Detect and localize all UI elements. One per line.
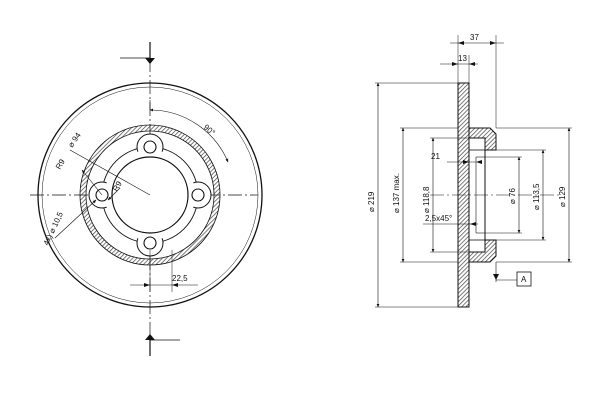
width-label: 37: [470, 33, 479, 42]
bolt-hole-top: [143, 140, 157, 154]
chamfer-label: 2,5x45°: [425, 214, 452, 223]
hub-inner-label: ⌀ 118,8: [422, 186, 431, 213]
bolt-hole-right: [191, 188, 205, 202]
pcd-label: ⌀ 94: [66, 130, 83, 149]
r9-outer-label: R9: [54, 157, 67, 171]
outer-diameter-label: ⌀ 219: [367, 191, 376, 212]
section-view: 37 13 ⌀ 219 ⌀ 137 max. ⌀ 118,8 21 2,5x45…: [367, 33, 572, 308]
hub-hat-lower: [468, 239, 497, 263]
datum-box: [516, 271, 532, 287]
bolt-hole-leader: [54, 199, 97, 239]
hub-outer-label: ⌀ 113,5: [532, 183, 541, 210]
thickness-label: 13: [458, 54, 467, 63]
hub-hat-upper: [468, 127, 497, 151]
disc-plate-section: [457, 82, 470, 308]
bolt-hole-bottom: [143, 236, 157, 250]
spacing-label: 22,5: [172, 274, 188, 283]
bolt-holes-label: 4x) ⌀ 10,5: [42, 210, 66, 247]
hub-depth-label: 21: [431, 152, 440, 161]
braking-max-label: ⌀ 137 max.: [392, 173, 401, 213]
angle-label: 90°: [202, 123, 217, 138]
r9-leader-outer: [81, 169, 103, 196]
datum-label: A: [521, 275, 527, 284]
hat-diameter-label: ⌀ 129: [558, 186, 567, 207]
front-view: ⌀ 94 90° R9 R9 4x) ⌀ 10,5 22,5: [30, 42, 263, 356]
pcd-leader: [69, 149, 151, 196]
angle-arc: [149, 108, 229, 163]
r9-leader-inner: [107, 187, 121, 201]
centre-bore-label: ⌀ 76: [508, 188, 517, 204]
disc-outer-edge: [37, 82, 263, 308]
disc-outer-chamfer: [41, 86, 259, 304]
